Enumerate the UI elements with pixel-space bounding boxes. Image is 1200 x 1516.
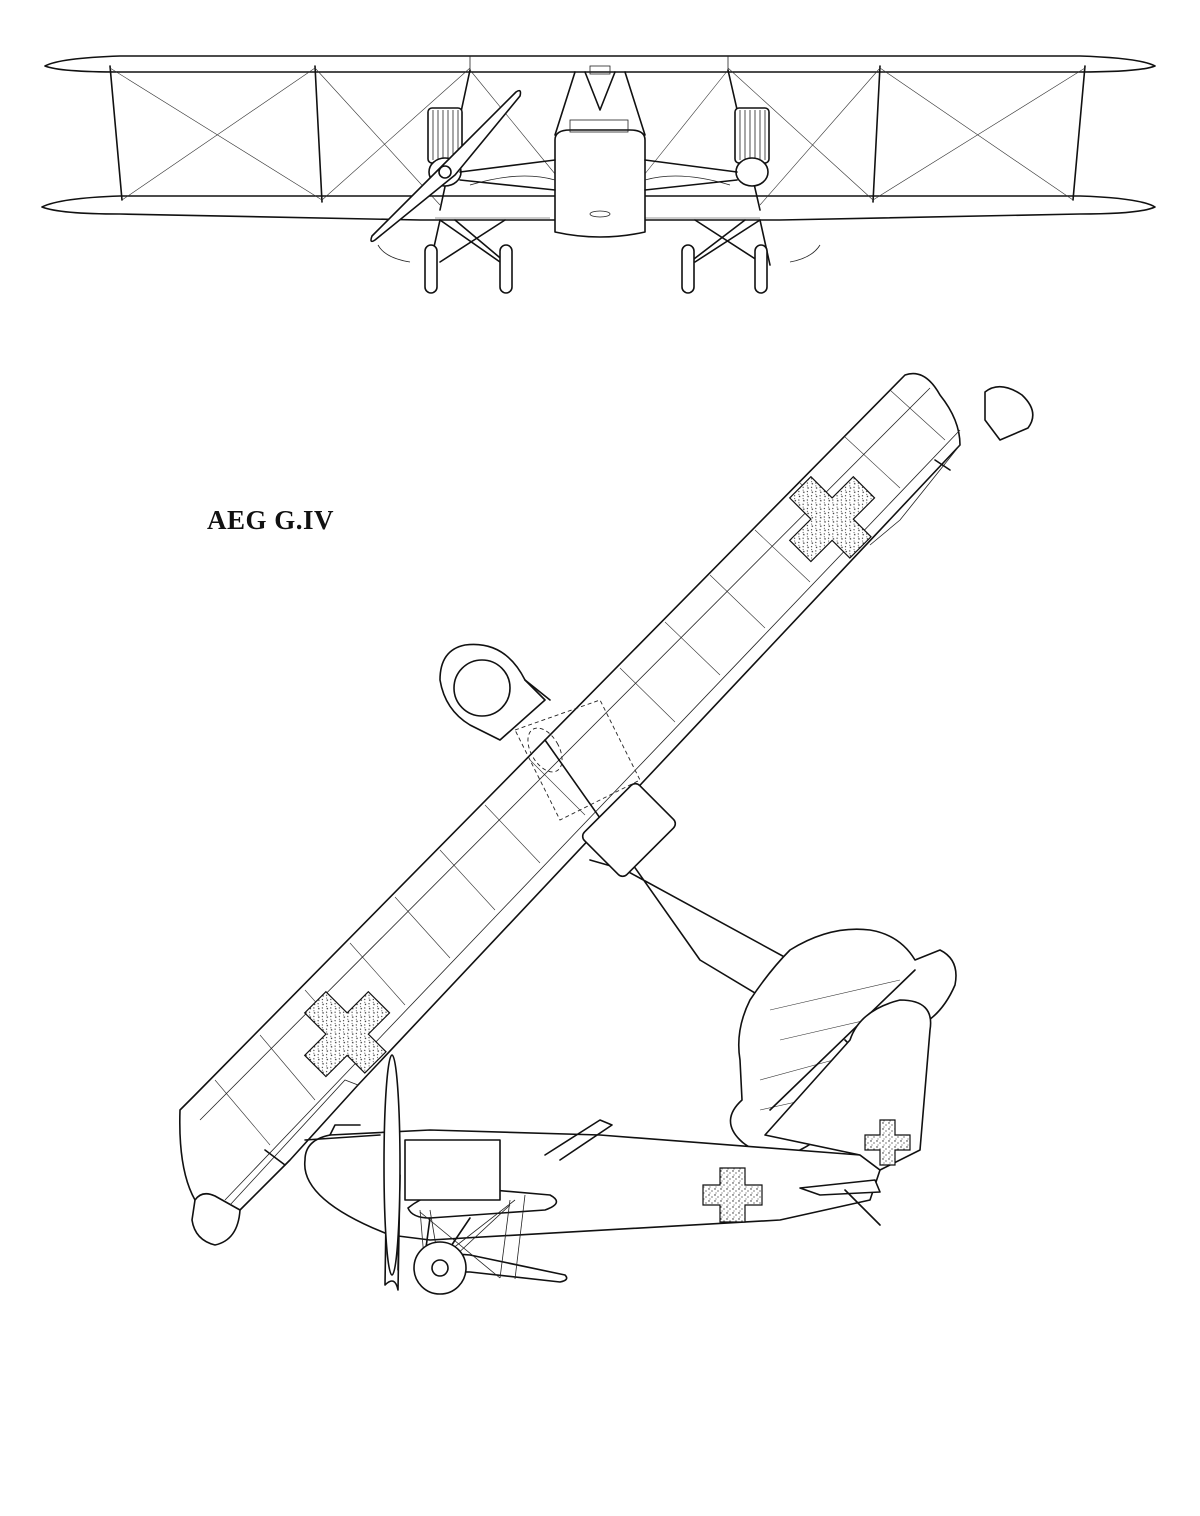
wing-cross-right xyxy=(788,475,876,563)
front-view xyxy=(41,55,1156,294)
top-view xyxy=(178,372,1034,1246)
fuselage-cross xyxy=(702,1167,763,1223)
fin-cross xyxy=(864,1119,911,1166)
aircraft-title: AEG G.IV xyxy=(207,505,335,535)
wing-cross-left xyxy=(303,990,391,1078)
right-engine xyxy=(734,107,770,187)
side-view xyxy=(304,999,932,1295)
front-upper-wing xyxy=(44,55,1156,73)
front-fuselage xyxy=(554,129,646,238)
interplane-struts xyxy=(109,65,1086,211)
wing-tip-right xyxy=(984,385,1034,441)
front-landing-gear xyxy=(424,219,771,294)
wing-tip-left xyxy=(191,1192,241,1246)
